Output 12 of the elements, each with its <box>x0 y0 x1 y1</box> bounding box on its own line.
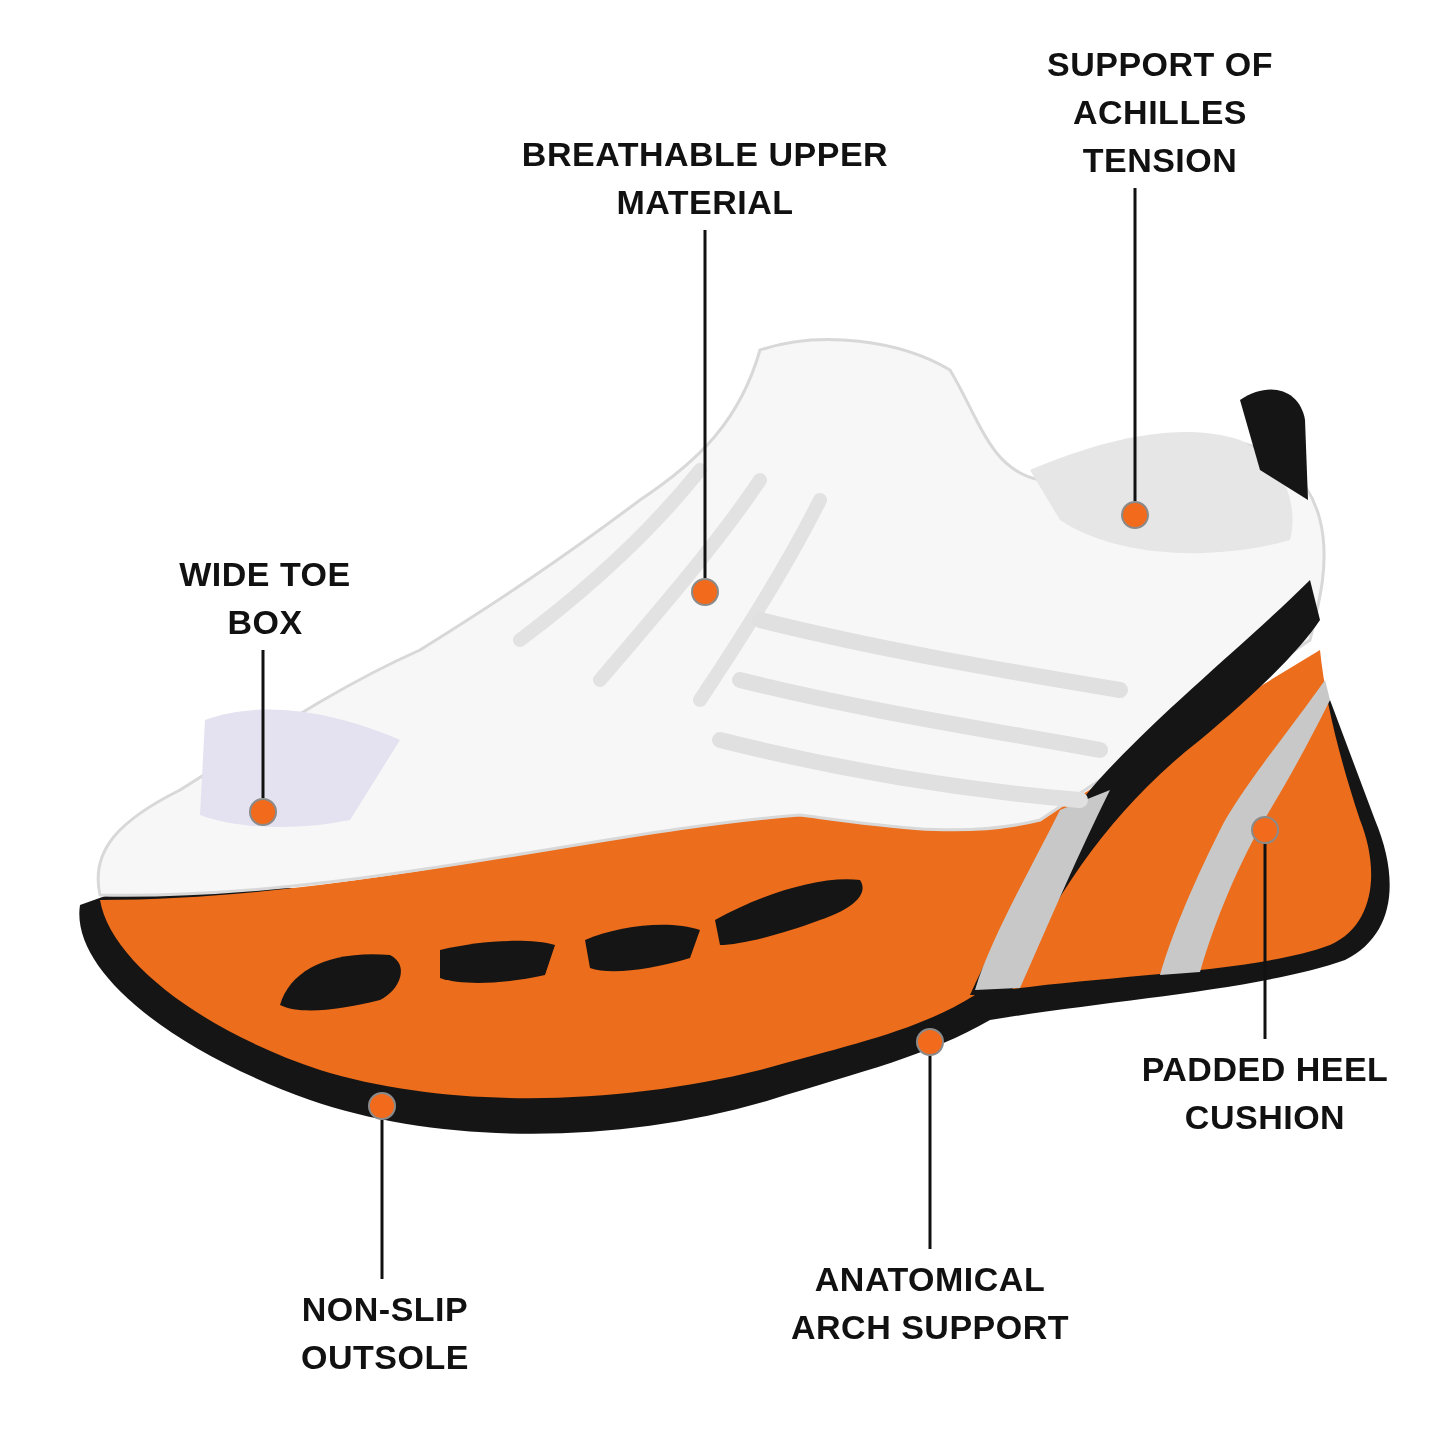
leader-line <box>928 1056 932 1249</box>
leader-line <box>261 650 265 798</box>
leader-line <box>703 230 707 578</box>
callout-label: SUPPORT OF ACHILLES TENSION <box>1010 40 1310 184</box>
callout-label: BREATHABLE UPPER MATERIAL <box>505 130 905 226</box>
leader-line <box>380 1120 384 1279</box>
callout-label: ANATOMICAL ARCH SUPPORT <box>775 1255 1085 1351</box>
leader-line <box>1133 188 1137 501</box>
callout-label: NON-SLIP OUTSOLE <box>280 1285 490 1381</box>
callout-label: WIDE TOE BOX <box>150 550 380 646</box>
leader-line <box>1263 844 1267 1039</box>
callout-label: PADDED HEEL CUSHION <box>1120 1045 1410 1141</box>
